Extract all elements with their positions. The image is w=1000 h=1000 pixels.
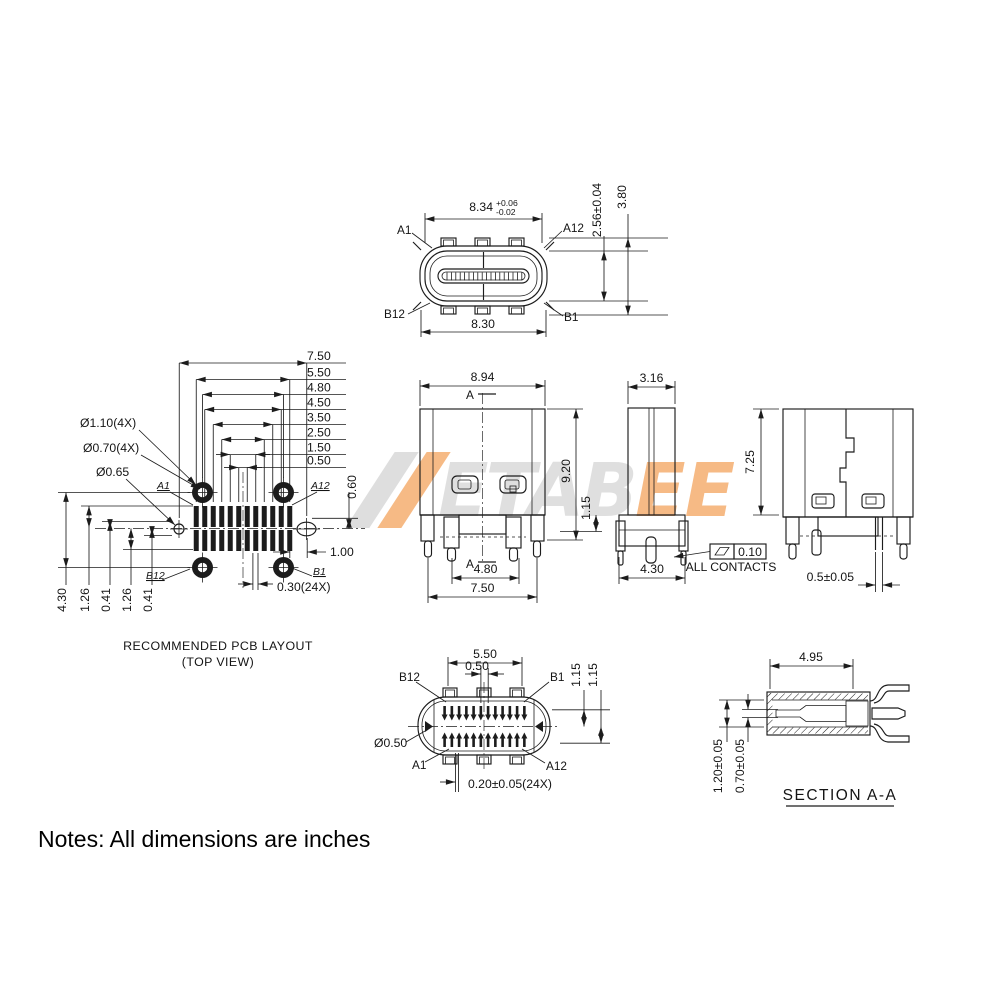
pcb-top-dim: 7.50 bbox=[307, 349, 331, 363]
pin-label-a12: A12 bbox=[310, 480, 330, 492]
bottom-outline bbox=[408, 682, 560, 770]
flatness-symbol-icon bbox=[714, 547, 730, 556]
pcb-left-dim: 1.26 bbox=[120, 588, 134, 612]
pin-label-b1: B1 bbox=[550, 670, 564, 684]
bottom-callouts: B12 B1 A1 A12 Ø0.50 bbox=[374, 670, 567, 773]
side-width-dim: 3.16 bbox=[640, 371, 664, 385]
pin-label-b12: B12 bbox=[384, 307, 405, 321]
pcb-end-dim: 1.00 bbox=[330, 545, 354, 559]
pin-label-a12: A12 bbox=[546, 759, 567, 773]
side-base-dim: 4.30 bbox=[640, 562, 664, 576]
connector-outline bbox=[412, 237, 555, 315]
metabee-watermark: ETAB EE bbox=[345, 448, 735, 534]
height-overall-dim: 3.80 bbox=[615, 185, 629, 209]
pcb-top-dim: 5.50 bbox=[307, 366, 331, 380]
inner-hole-callout: Ø0.70(4X) bbox=[83, 441, 139, 455]
pin-label-a1: A1 bbox=[412, 758, 426, 772]
pcb-callouts: Ø1.10(4X) Ø0.70(4X) Ø0.65 A1 A12 B12 B1 … bbox=[80, 416, 359, 594]
pcb-left-dim: 0.41 bbox=[99, 588, 113, 612]
side-view: 3.16 4.30 0.10 ALL CONTACTS bbox=[615, 371, 777, 584]
pcb-top-dim: 0.50 bbox=[307, 454, 331, 468]
rear-pin-width-dim: 0.5±0.05 bbox=[807, 570, 855, 584]
pcb-top-dim: 4.80 bbox=[307, 381, 331, 395]
pin-label-b12: B12 bbox=[399, 670, 420, 684]
top-width-dim: 8.34 bbox=[469, 200, 493, 214]
section-outline bbox=[742, 684, 910, 743]
section-cut-markers: A A bbox=[466, 388, 496, 571]
side-dimensions: 3.16 4.30 bbox=[618, 371, 686, 584]
pin-label-b1: B1 bbox=[564, 310, 578, 324]
pcb-offset-dim: 0.60 bbox=[345, 475, 359, 499]
top-width-tol-plus: +0.06 bbox=[496, 198, 518, 208]
pin-label-a1: A1 bbox=[397, 223, 411, 237]
section-marker-a-bottom: A bbox=[466, 557, 474, 571]
pcb-view-subtitle: (TOP VIEW) bbox=[182, 655, 254, 669]
section-inner-dim: 0.70±0.05 bbox=[733, 739, 747, 793]
top-width-tol-minus: -0.02 bbox=[496, 207, 516, 217]
pcb-left-dim: 1.26 bbox=[78, 588, 92, 612]
rear-height-dim: 7.25 bbox=[743, 450, 757, 474]
flatness-note: ALL CONTACTS bbox=[686, 560, 777, 574]
front-lead-dim: 1.15 bbox=[579, 496, 593, 520]
pcb-left-dim: 0.41 bbox=[141, 588, 155, 612]
pcb-top-dim: 3.50 bbox=[307, 411, 331, 425]
bottom-span-dim: 5.50 bbox=[473, 647, 497, 661]
section-depth-dim: 4.95 bbox=[799, 650, 823, 664]
pcb-layout-view: 7.50 5.50 4.80 4.50 3.50 2.50 1.50 bbox=[55, 349, 365, 669]
pcb-pad-width-dim: 0.30(24X) bbox=[277, 580, 331, 594]
rear-dimensions: 7.25 0.5±0.05 bbox=[743, 408, 900, 592]
bottom-view: 5.50 0.50 1.15 1.15 0.20±0.05(24X) B12 B… bbox=[374, 647, 610, 792]
bottom-dimensions: 5.50 0.50 1.15 1.15 0.20±0.05(24X) bbox=[440, 647, 610, 792]
front-outline bbox=[419, 393, 546, 562]
section-aa-view: 4.95 1.20±0.05 0.70±0.05 SECTION A-A bbox=[711, 650, 910, 807]
rear-view: 7.25 0.5±0.05 bbox=[743, 408, 914, 592]
bottom-pitch-dim: 0.50 bbox=[465, 659, 489, 673]
flatness-value: 0.10 bbox=[738, 545, 762, 559]
section-marker-a-top: A bbox=[466, 388, 474, 402]
pcb-left-dim: 4.30 bbox=[55, 588, 69, 612]
pin-label-b1: B1 bbox=[313, 566, 326, 578]
bottom-width-dim: 8.30 bbox=[471, 317, 495, 331]
front-width-dim: 8.94 bbox=[471, 370, 495, 384]
pcb-top-dim: 4.50 bbox=[307, 396, 331, 410]
bottom-hole-callout: Ø0.50 bbox=[374, 736, 407, 750]
rear-outline bbox=[782, 408, 914, 560]
pin-label-b12: B12 bbox=[146, 570, 165, 582]
height-inner-dim: 2.56±0.04 bbox=[590, 183, 604, 237]
watermark-letters-gray: ETAB bbox=[438, 448, 638, 534]
notes-text: Notes: All dimensions are inches bbox=[38, 826, 371, 852]
bottom-pad-width-dim: 0.20±0.05(24X) bbox=[468, 777, 552, 791]
section-title: SECTION A-A bbox=[783, 787, 898, 804]
bottom-row-offset-dim-2: 1.15 bbox=[586, 663, 600, 687]
pin-label-a12: A12 bbox=[563, 221, 584, 235]
mating-dimensions: 8.34 +0.06 -0.02 8.30 2.56±0.04 3.80 A1 … bbox=[384, 183, 668, 337]
pcb-view-title: RECOMMENDED PCB LAYOUT bbox=[123, 639, 313, 653]
front-inner-span-dim: 4.80 bbox=[474, 562, 498, 576]
pcb-left-dimensions: 4.30 1.26 0.41 1.26 0.41 bbox=[55, 492, 193, 612]
mounting-holes bbox=[170, 477, 320, 583]
mating-face-view: 8.34 +0.06 -0.02 8.30 2.56±0.04 3.80 A1 … bbox=[384, 183, 668, 337]
front-view: A A 8.94 9.20 1.15 4.80 7.50 bbox=[419, 370, 602, 603]
mount-hole-callout: Ø1.10(4X) bbox=[80, 416, 136, 430]
front-outer-span-dim: 7.50 bbox=[471, 581, 495, 595]
section-outer-dim: 1.20±0.05 bbox=[711, 739, 725, 793]
pcb-top-dim: 2.50 bbox=[307, 426, 331, 440]
pcb-top-dimensions: 7.50 5.50 4.80 4.50 3.50 2.50 1.50 bbox=[178, 349, 346, 518]
pcb-top-dim: 1.50 bbox=[307, 441, 331, 455]
side-outline bbox=[615, 407, 689, 566]
via-hole-callout: Ø0.65 bbox=[96, 465, 129, 479]
pin-label-a1: A1 bbox=[156, 480, 170, 492]
front-height-dim: 9.20 bbox=[559, 459, 573, 483]
bottom-row-offset-dim-1: 1.15 bbox=[569, 663, 583, 687]
flatness-callout: 0.10 ALL CONTACTS bbox=[673, 543, 777, 574]
section-dimensions: 4.95 1.20±0.05 0.70±0.05 bbox=[711, 650, 854, 793]
front-dimensions: 8.94 9.20 1.15 4.80 7.50 bbox=[419, 370, 602, 603]
